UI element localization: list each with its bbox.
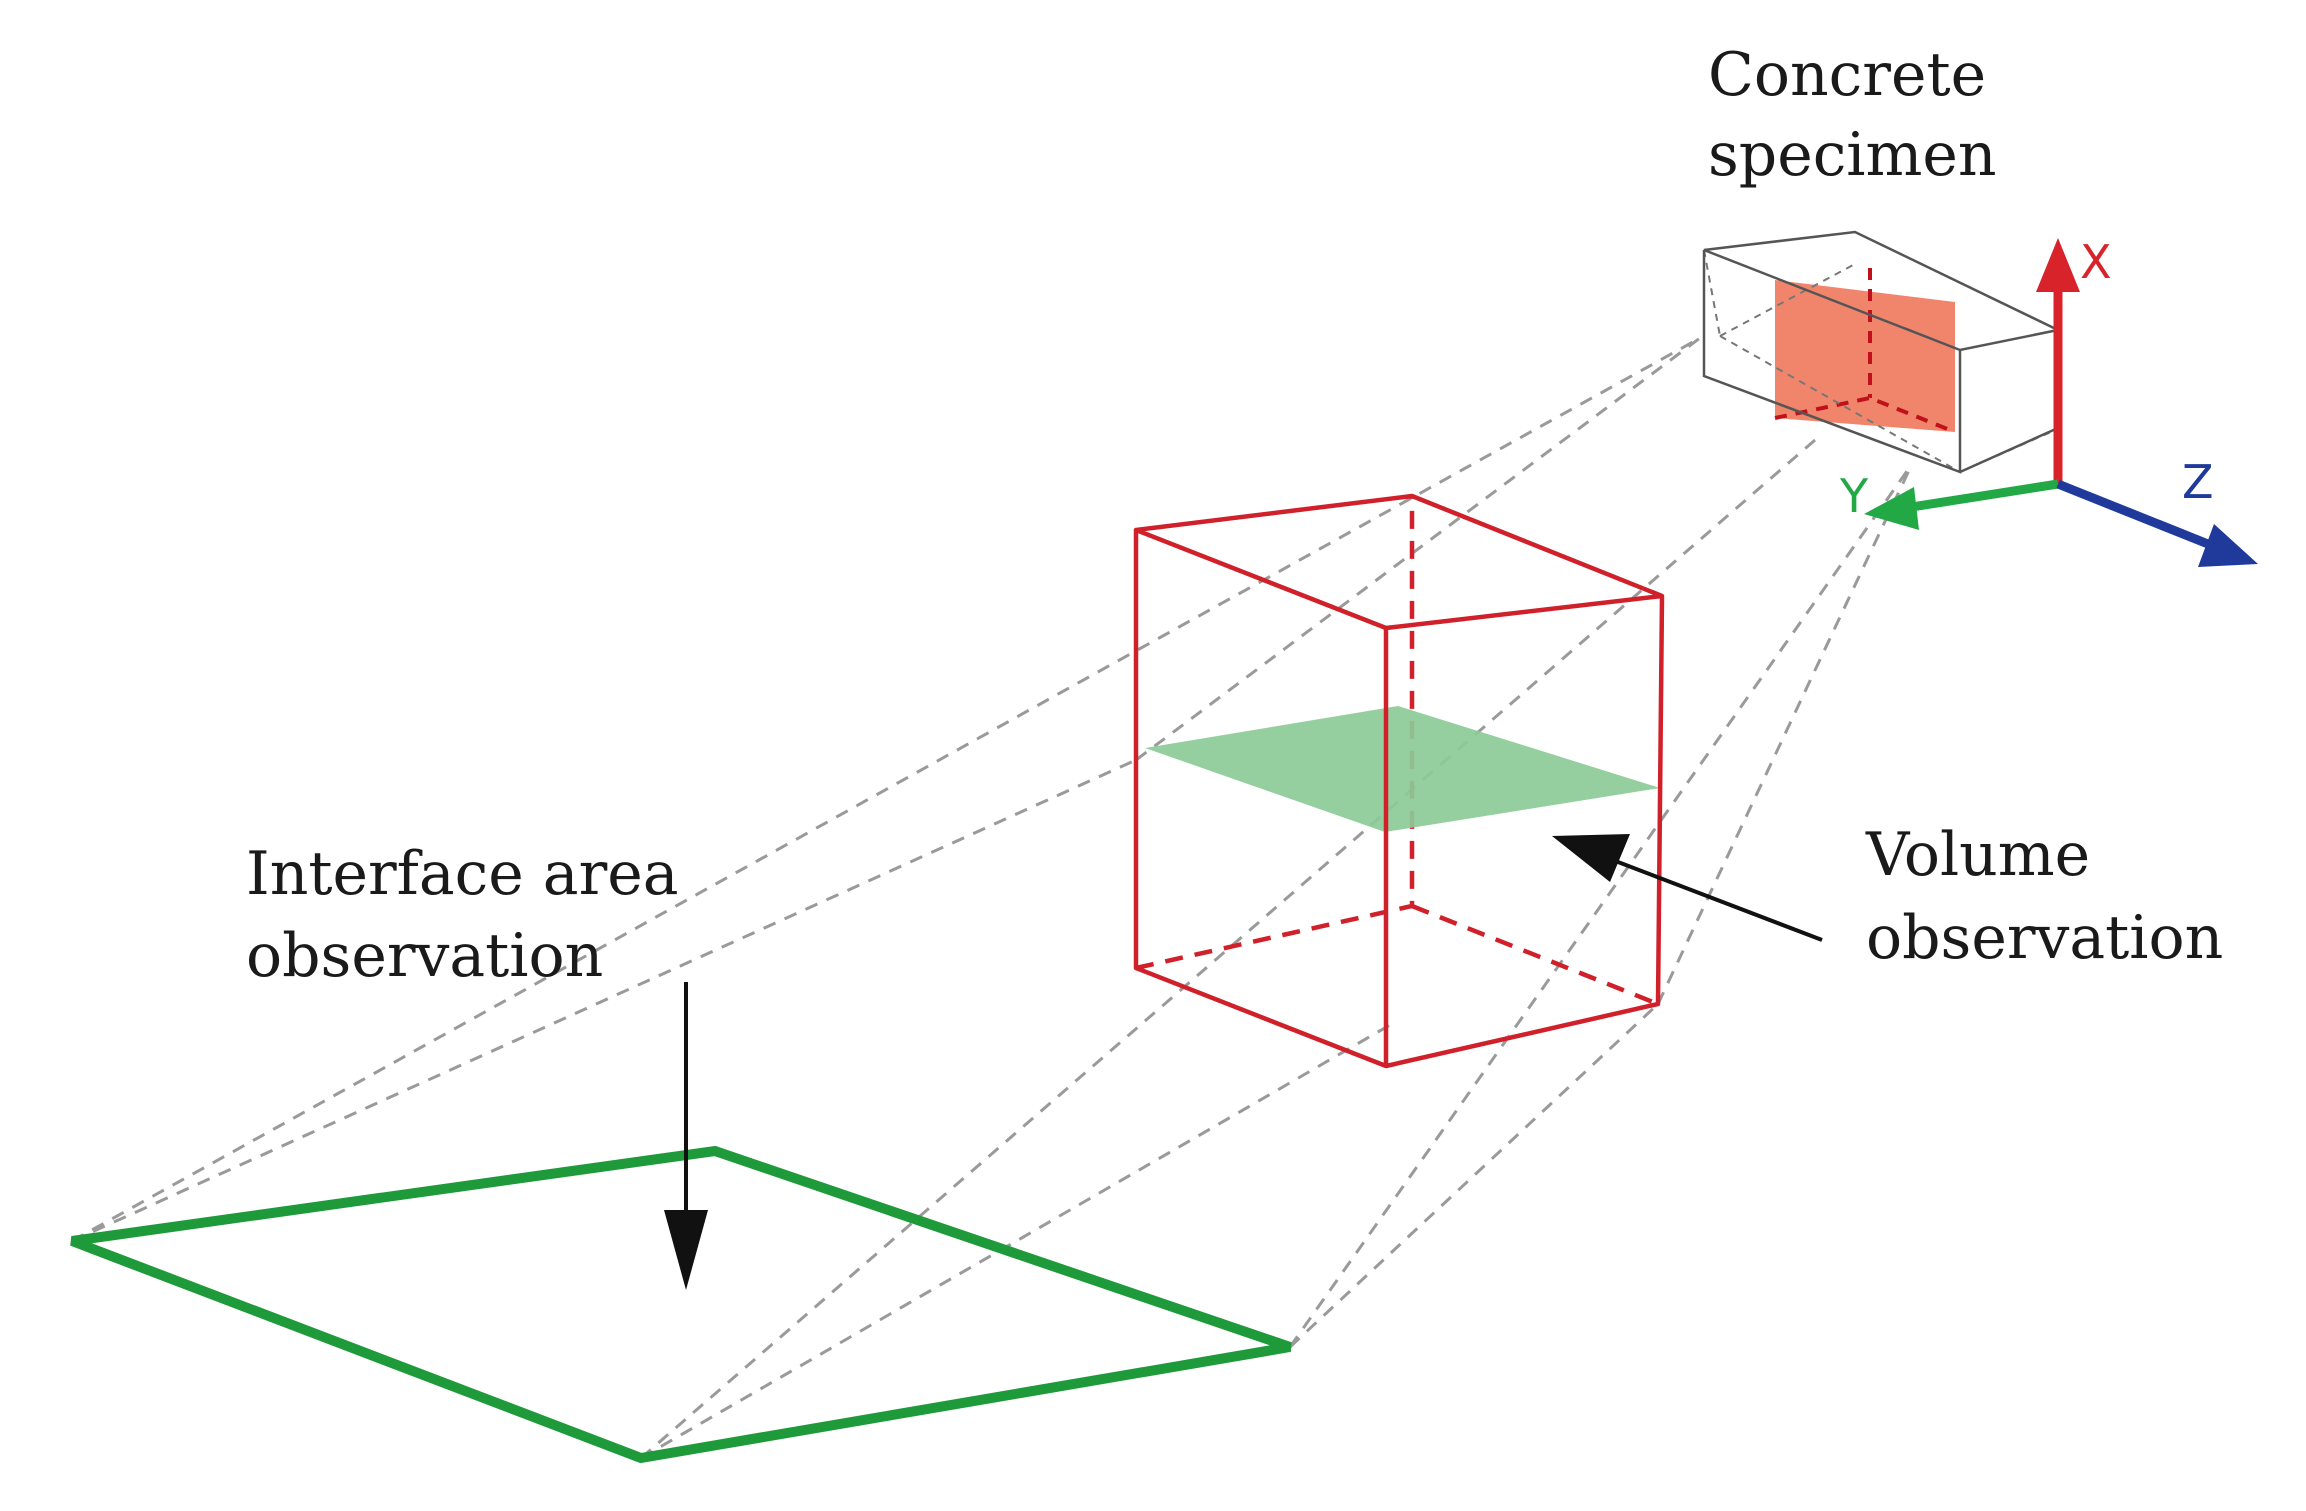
projection-guide-lines (71, 336, 1914, 1460)
concrete-specimen-line-2: specimen (1708, 120, 1997, 190)
volume-observation-label: Volume observation (1865, 820, 2223, 973)
concrete-specimen-line-1: Concrete (1708, 40, 1986, 110)
y-axis-label: Y (1839, 469, 1869, 523)
interface-area-frame (70, 1145, 1292, 1464)
specimen-sample-region (1775, 280, 1955, 432)
z-axis-arrowhead (2198, 524, 2258, 567)
z-axis-label: Z (2182, 455, 2214, 509)
interface-pointer-arrow (664, 982, 708, 1290)
volume-observation-line-2: observation (1866, 903, 2223, 973)
volume-pointer-arrow (1552, 834, 1823, 942)
x-axis-label: X (2080, 235, 2112, 289)
interface-area-line-2: observation (246, 921, 603, 991)
concrete-specimen-label: Concrete specimen (1708, 40, 2005, 190)
volume-observation-box (1133, 493, 1665, 1069)
interface-area-line-1: Interface area (246, 839, 679, 909)
volume-slice-plane (1145, 706, 1660, 832)
y-axis-arrowhead (1864, 487, 1919, 530)
y-axis-line (1904, 479, 2059, 513)
concrete-specimen (1702, 230, 2062, 474)
x-axis-arrowhead (2036, 238, 2080, 292)
z-axis-line (2056, 479, 2210, 549)
coordinate-axes (1864, 238, 2258, 567)
interface-area-label: Interface area observation (246, 839, 698, 991)
volume-observation-line-1: Volume (1865, 820, 2090, 890)
